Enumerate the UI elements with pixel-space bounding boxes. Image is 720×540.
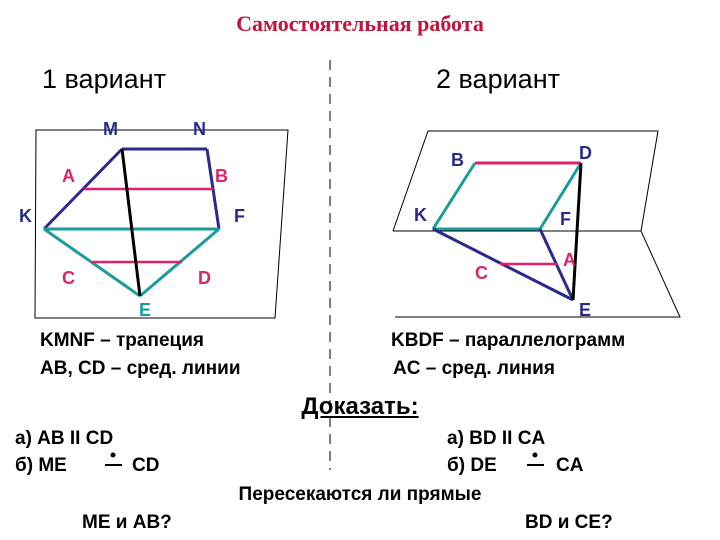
segment-DE — [571, 162, 583, 301]
label-D-2: D — [579, 143, 592, 163]
label-C-2: C — [475, 263, 488, 283]
plane-1 — [34, 129, 289, 319]
label-A-2: A — [563, 250, 576, 270]
given-2-line-1: KBDF – параллелограмм — [391, 330, 626, 351]
label-E-2: E — [579, 300, 592, 320]
given-2-line-2: AC – сред. линия — [393, 358, 555, 379]
task-1b: б) ME — [15, 455, 67, 476]
task-1a: а) AB II CD — [15, 428, 114, 449]
label-K-2: K — [414, 205, 427, 225]
task-1b-target: CD — [132, 455, 160, 476]
label-A: A — [62, 166, 75, 186]
plane-2-upper — [392, 130, 659, 232]
task-2b: б) DE — [447, 455, 497, 476]
segment-FD — [538, 162, 583, 230]
label-E: E — [139, 300, 152, 320]
label-D: D — [198, 268, 211, 288]
segment-ME — [120, 148, 142, 297]
variant-2-heading: 2 вариант — [436, 64, 560, 94]
variant-1-heading: 1 вариант — [42, 64, 166, 94]
question-2-lines: BD и CE? — [525, 512, 613, 533]
label-B: B — [215, 166, 228, 186]
segment-KB — [431, 162, 477, 230]
given-1-line-1: KMNF – трапеция — [40, 330, 204, 351]
label-F-2: F — [560, 209, 571, 229]
relation-dot-1 — [110, 452, 116, 458]
segment-KM — [42, 147, 124, 231]
label-B-2: B — [451, 150, 464, 170]
relation-dot-2 — [532, 452, 538, 458]
page-title: Самостоятельная работа — [236, 11, 484, 36]
question-1-lines: ME и AB? — [82, 512, 172, 533]
label-M: M — [103, 119, 118, 139]
prove-heading: Доказать: — [301, 393, 419, 420]
task-2b-target: CA — [556, 455, 584, 476]
label-C: C — [62, 268, 75, 288]
label-F: F — [234, 206, 245, 226]
label-K: K — [19, 206, 32, 226]
question-text: Пересекаются ли прямые — [238, 484, 482, 505]
given-1-line-2: AB, CD – сред. линии — [40, 358, 241, 379]
task-2a: а) BD II CA — [447, 428, 546, 449]
label-N: N — [193, 119, 206, 139]
plane-2-lower — [393, 230, 681, 318]
